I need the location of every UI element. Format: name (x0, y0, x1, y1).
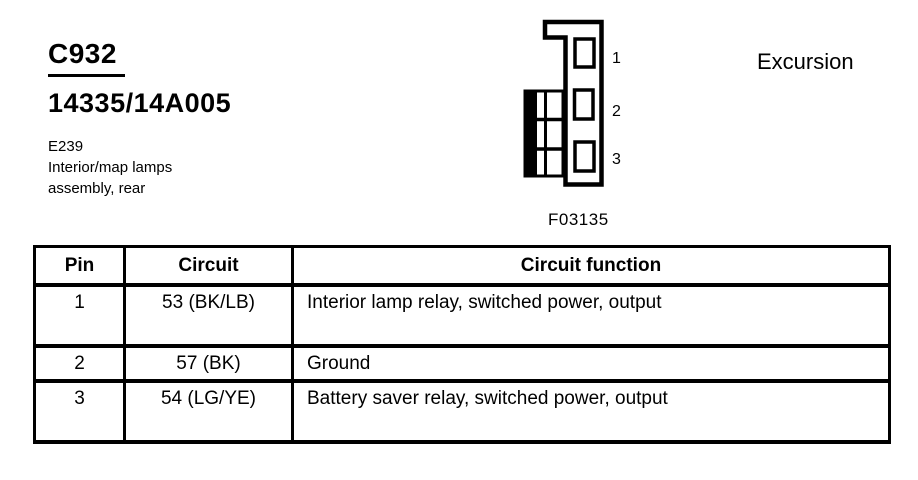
column-header-function: Circuit function (291, 245, 891, 287)
pin-cavity-3 (573, 140, 596, 173)
connector-id: C932 (48, 40, 125, 77)
description-line-2: assembly, rear (48, 180, 146, 197)
table-row: 2 57 (BK) Ground (33, 344, 891, 383)
figure-number: F03135 (548, 210, 609, 229)
table-row: 3 54 (LG/YE) Battery saver relay, switch… (33, 379, 891, 444)
part-number: 14335/14A005 (48, 88, 232, 118)
bracket-black-bar (523, 89, 537, 178)
function-cell: Interior lamp relay, switched power, out… (291, 283, 891, 348)
pin-label-3: 3 (612, 151, 621, 168)
function-cell: Battery saver relay, switched power, out… (291, 379, 891, 444)
pin-cavity-1 (573, 37, 596, 69)
pin-cell: 3 (33, 379, 126, 444)
table-row: 1 53 (BK/LB) Interior lamp relay, switch… (33, 283, 891, 348)
pin-label-1: 1 (612, 50, 621, 67)
pin-cell: 2 (33, 344, 126, 383)
pin-cavity-2 (572, 88, 595, 121)
function-cell: Ground (291, 344, 891, 383)
pin-cell: 1 (33, 283, 126, 348)
connector-description: E239 Interior/map lamps assembly, rear (48, 136, 172, 199)
connector-diagram: 1 2 3 (523, 19, 621, 187)
table-header-row: Pin Circuit Circuit function (33, 245, 891, 287)
vehicle-name: Excursion (757, 49, 854, 74)
circuit-cell: 53 (BK/LB) (123, 283, 294, 348)
pinout-table: Pin Circuit Circuit function 1 53 (BK/LB… (33, 245, 891, 444)
description-line-1: Interior/map lamps (48, 159, 173, 176)
location-code: E239 (48, 138, 84, 155)
mounting-bracket (523, 89, 565, 178)
column-header-pin: Pin (33, 245, 126, 287)
pin-label-2: 2 (612, 103, 621, 120)
circuit-cell: 57 (BK) (123, 344, 294, 383)
circuit-cell: 54 (LG/YE) (123, 379, 294, 444)
column-header-circuit: Circuit (123, 245, 294, 287)
